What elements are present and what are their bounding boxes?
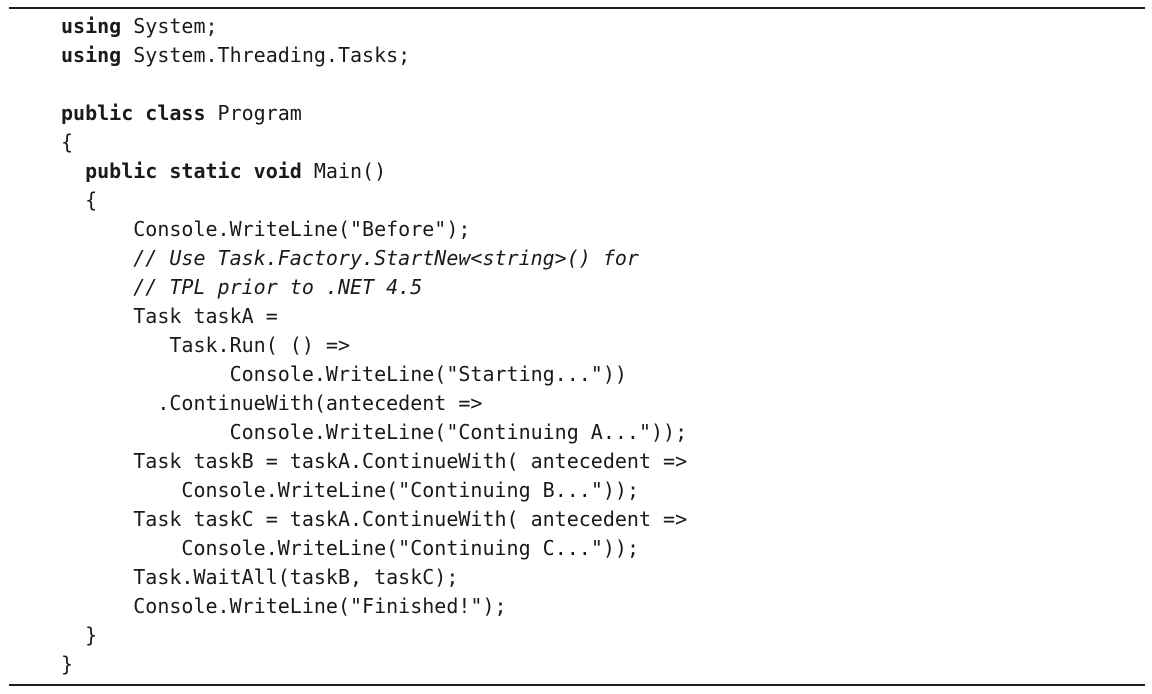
top-rule <box>9 7 1145 9</box>
code-segment: Task.WaitAll(taskB, taskC); <box>133 565 459 589</box>
code-segment: Task taskB = taskA.ContinueWith( anteced… <box>133 449 688 473</box>
code-line-12: Task.Run( () => <box>61 331 687 360</box>
code-segment: System.Threading.Tasks; <box>121 43 411 67</box>
code-segment: System; <box>121 14 218 38</box>
code-segment: } <box>85 623 98 647</box>
code-line-19: Console.WriteLine("Continuing C...")); <box>61 534 687 563</box>
code-line-11: Task taskA = <box>61 302 687 331</box>
code-line-5: { <box>61 128 687 157</box>
code-line-8: Console.WriteLine("Before"); <box>61 215 687 244</box>
code-line-4: public class Program <box>61 99 687 128</box>
code-line-13: Console.WriteLine("Starting...")) <box>61 360 687 389</box>
code-segment: Console.WriteLine("Continuing B...")); <box>181 478 639 502</box>
code-line-20: Task.WaitAll(taskB, taskC); <box>61 563 687 592</box>
code-line-21: Console.WriteLine("Finished!"); <box>61 592 687 621</box>
code-line-1: using System; <box>61 12 687 41</box>
code-line-17: Console.WriteLine("Continuing B...")); <box>61 476 687 505</box>
code-line-14: .ContinueWith(antecedent => <box>61 389 687 418</box>
code-line-18: Task taskC = taskA.ContinueWith( anteced… <box>61 505 687 534</box>
code-segment: using <box>61 43 122 67</box>
code-segment: { <box>85 188 98 212</box>
code-segment: Main() <box>301 159 387 183</box>
code-segment: using <box>61 14 122 38</box>
code-line-10: // TPL prior to .NET 4.5 <box>61 273 687 302</box>
code-segment: Program <box>205 101 302 125</box>
code-line-3 <box>61 70 687 99</box>
code-line-9: // Use Task.Factory.StartNew<string>() f… <box>61 244 687 273</box>
code-listing: using System;using System.Threading.Task… <box>61 12 687 679</box>
code-segment: Task taskC = taskA.ContinueWith( anteced… <box>133 507 688 531</box>
code-line-6: public static void Main() <box>61 157 687 186</box>
code-line-22: } <box>61 621 687 650</box>
code-segment: Console.WriteLine("Continuing A...")); <box>229 420 688 444</box>
code-segment: } <box>61 652 74 676</box>
code-segment: Console.WriteLine("Finished!"); <box>133 594 507 618</box>
code-segment: // TPL prior to .NET 4.5 <box>133 275 423 299</box>
code-segment: { <box>61 130 74 154</box>
code-line-15: Console.WriteLine("Continuing A...")); <box>61 418 688 447</box>
code-segment: // Use Task.Factory.StartNew<string>() f… <box>133 246 639 270</box>
code-segment: Task.Run( () => <box>169 333 350 357</box>
code-line-7: { <box>61 186 687 215</box>
code-segment: Console.WriteLine("Before"); <box>133 217 471 241</box>
code-segment: Console.WriteLine("Starting...")) <box>229 362 627 386</box>
code-line-2: using System.Threading.Tasks; <box>61 41 687 70</box>
code-segment: public class <box>61 101 206 125</box>
code-segment: public static void <box>85 159 302 183</box>
code-line-16: Task taskB = taskA.ContinueWith( anteced… <box>61 447 687 476</box>
code-segment: Task taskA = <box>133 304 278 328</box>
bottom-rule <box>9 684 1145 686</box>
code-segment: Console.WriteLine("Continuing C...")); <box>181 536 639 560</box>
code-segment: .ContinueWith(antecedent => <box>157 391 483 415</box>
code-line-23: } <box>61 650 687 679</box>
